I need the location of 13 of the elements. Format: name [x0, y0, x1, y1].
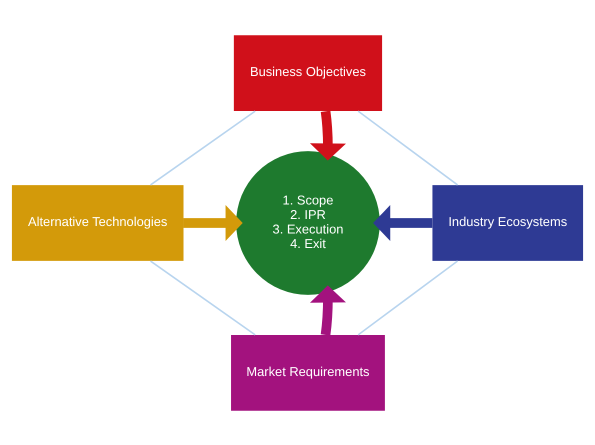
node-box: Market Requirements	[231, 334, 385, 410]
node-circle: 1. Scope 2. IPR 3. Execution 4. Exit	[236, 150, 380, 294]
arrow	[310, 110, 346, 160]
arrow	[184, 204, 243, 240]
arrow	[373, 204, 432, 240]
node-box: Business Objectives	[234, 34, 382, 110]
connector	[150, 110, 256, 186]
connector	[358, 260, 458, 335]
arrow	[310, 284, 346, 336]
node-box: Industry Ecosystems	[432, 184, 584, 260]
connector	[358, 110, 458, 186]
node-box: Alternative Technologies	[12, 184, 184, 260]
connector	[150, 260, 256, 336]
